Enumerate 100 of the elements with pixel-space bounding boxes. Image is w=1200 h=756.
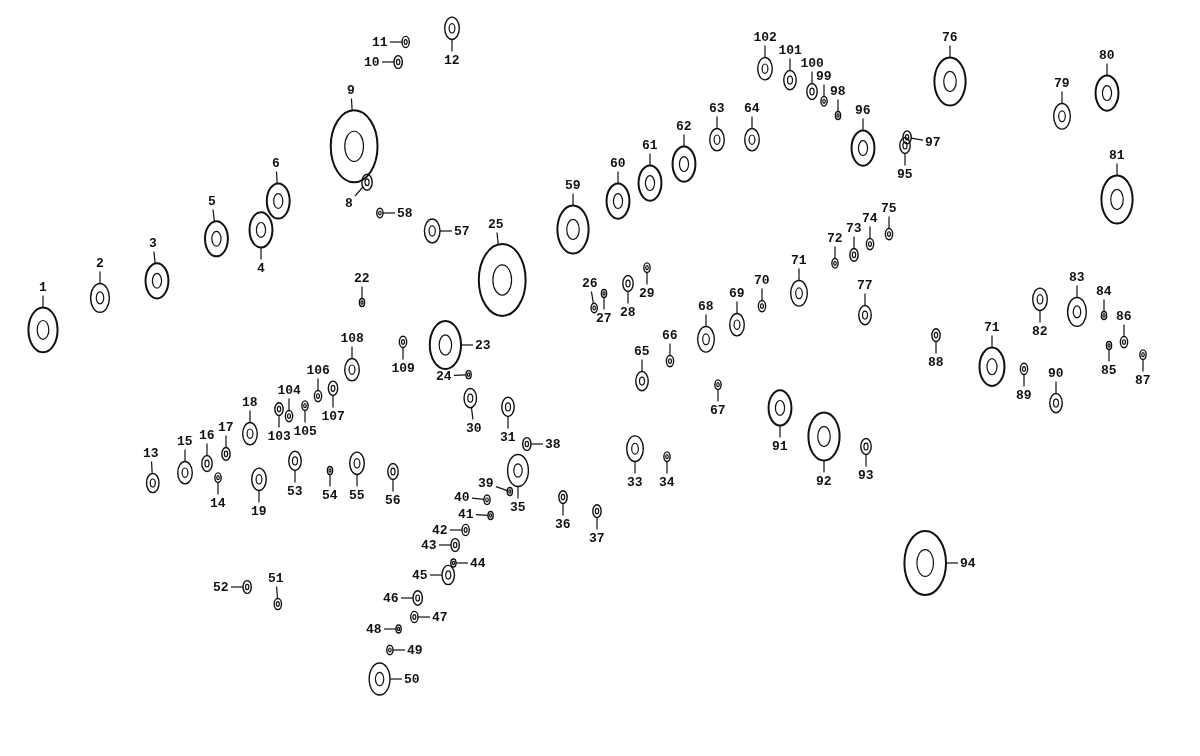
leader-line [382,212,396,214]
reel-part-drawing [899,136,911,155]
callout-number: 57 [454,224,470,238]
leader-line [217,481,219,496]
callout-number: 22 [354,271,370,285]
leader-line [641,358,643,373]
reel-part-drawing [1105,340,1113,351]
leader-line [1039,309,1041,324]
callout-number: 46 [383,591,399,605]
leader-line [294,469,296,484]
callout-number: 44 [470,556,486,570]
callout-number: 51 [268,571,284,585]
leader-line [869,225,871,240]
reel-part-drawing [783,69,797,91]
reel-part-drawing [729,312,745,337]
leader-line [837,98,839,113]
callout-number: 11 [372,35,388,49]
leader-line [212,208,215,222]
reel-part-drawing [1019,362,1029,376]
callout-number: 53 [287,484,303,498]
callout-number: 6 [272,156,280,170]
reel-part-drawing [326,465,334,476]
callout-number: 99 [816,69,832,83]
leader-line [495,485,508,492]
callout-number: 24 [436,369,452,383]
leader-line [603,296,605,311]
leader-line [451,38,453,53]
callout-number: 16 [199,428,215,442]
leader-line [991,334,993,349]
leader-line [590,290,594,304]
callout-number: 72 [827,231,843,245]
leader-line [669,342,671,357]
leader-line [392,478,394,493]
reel-part-drawing [177,460,193,485]
leader-line [1106,62,1108,77]
reel-part-drawing [444,16,460,41]
callout-number: 17 [218,420,234,434]
callout-number: 19 [251,504,267,518]
leader-line [230,586,244,588]
callout-number: 62 [676,119,692,133]
leader-line [249,409,251,424]
reel-part-drawing [834,110,842,121]
leader-line [99,270,101,285]
leader-line [779,424,781,439]
reel-part-drawing [903,530,947,596]
reel-part-drawing [398,335,408,349]
reel-part-drawing [1139,349,1147,361]
reel-part-drawing [387,462,399,481]
leader-line [716,115,718,130]
leader-line [1108,348,1110,363]
leader-line [42,294,44,309]
reel-part-drawing [521,436,532,452]
leader-line [853,235,855,250]
leader-line [438,544,452,546]
callout-number: 105 [293,424,317,438]
leader-line [1055,380,1057,395]
reel-part-drawing [248,211,274,249]
callout-number: 103 [267,429,291,443]
callout-number: 95 [897,167,913,181]
leader-line [517,485,519,500]
callout-number: 96 [855,103,871,117]
leader-line [1076,284,1078,299]
callout-number: 40 [454,490,470,504]
callout-number: 60 [610,156,626,170]
callout-number: 35 [510,500,526,514]
reel-part-drawing [884,227,894,241]
leader-line [288,397,290,412]
leader-line [761,287,763,302]
leader-line [1142,358,1144,373]
callout-number: 12 [444,53,460,67]
callout-number: 47 [432,610,448,624]
reel-part-drawing [757,299,767,313]
leader-line [910,137,924,141]
callout-number: 108 [340,331,364,345]
callout-number: 67 [710,403,726,417]
reel-part-drawing [931,328,941,343]
callout-number: 55 [349,488,365,502]
callout-number: 69 [729,286,745,300]
callout-number: 54 [322,488,338,502]
callout-number: 97 [925,135,941,149]
reel-part-drawing [214,472,222,484]
leader-line [417,616,431,618]
callout-number: 93 [858,468,874,482]
leader-line [1023,373,1025,388]
leader-line [361,285,363,300]
leader-line [823,459,825,474]
leader-line [834,245,836,260]
reel-part-drawing [242,421,258,446]
reel-part-drawing [1100,174,1134,225]
leader-line [798,267,800,282]
callout-number: 10 [364,55,380,69]
callout-number: 109 [391,361,415,375]
callout-number: 81 [1109,148,1125,162]
leader-line [683,133,685,148]
leader-line [862,117,864,132]
reel-part-drawing [201,454,213,473]
callout-number: 63 [709,101,725,115]
reel-part-drawing [506,453,530,488]
callout-number: 85 [1101,363,1117,377]
callout-number: 43 [421,538,437,552]
